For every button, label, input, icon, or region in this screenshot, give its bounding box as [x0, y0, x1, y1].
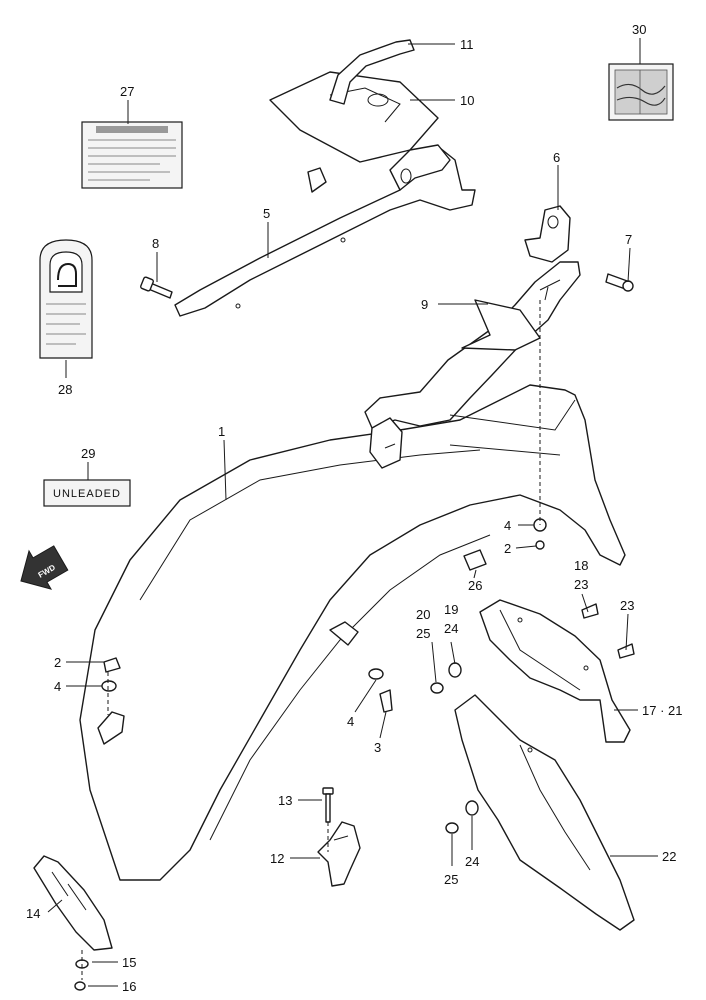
fasteners [74, 518, 635, 991]
assembly-lines [81, 300, 541, 980]
leader-lines [47, 38, 658, 987]
callout-3: 3 [374, 740, 381, 755]
part-18-23-bolt [581, 603, 599, 619]
part-25-washer-lower [445, 822, 459, 834]
callout-17-21: 17 · 21 [642, 703, 682, 718]
callout-20: 20 [416, 607, 430, 622]
part-17-21-license-bracket [479, 599, 631, 743]
part-7-bolt [605, 273, 634, 292]
part-20-25-washer [430, 682, 444, 694]
callout-19: 19 [444, 602, 458, 617]
callout-4-upper: 4 [504, 518, 511, 533]
part-30-decal [608, 63, 674, 121]
callout-4-left: 4 [54, 679, 61, 694]
callout-2-upper: 2 [504, 541, 511, 556]
part-28-hang-tag [39, 239, 93, 359]
part-14-reflector-bracket [33, 855, 113, 951]
part-23-bolt-right [617, 643, 635, 659]
callout-13: 13 [278, 793, 292, 808]
unleaded-text: UNLEADED [53, 488, 121, 500]
callout-22: 22 [662, 849, 676, 864]
callout-8: 8 [152, 236, 159, 251]
callout-16: 16 [122, 979, 136, 994]
part-2-screw-left [103, 657, 121, 673]
part-11-grab-strap [329, 39, 415, 105]
part-8-bolt [140, 276, 173, 299]
callout-24-upper: 24 [444, 621, 458, 636]
part-26-pad [463, 549, 487, 571]
callout-12: 12 [270, 851, 284, 866]
callout-29: 29 [81, 446, 95, 461]
callout-numbers: 11 10 5 8 6 7 9 27 28 29 30 1 4 2 26 18 … [26, 22, 682, 994]
part-22-mud-guard [454, 694, 635, 931]
callout-15: 15 [122, 955, 136, 970]
callout-2-left: 2 [54, 655, 61, 670]
callout-23-right: 23 [620, 598, 634, 613]
callout-6: 6 [553, 150, 560, 165]
part-16-nut [74, 981, 86, 991]
part-29-unleaded-sticker: UNLEADED [43, 479, 131, 507]
callout-9: 9 [421, 297, 428, 312]
part-3-screw [379, 689, 393, 713]
callout-10: 10 [460, 93, 474, 108]
part-4-washer-mid [368, 668, 384, 680]
part-27-info-label [81, 121, 183, 189]
part-9-rear-bracket [364, 261, 581, 429]
part-5-seat-rail [174, 144, 476, 317]
callout-23-left: 23 [574, 577, 588, 592]
part-6-hook-bracket [524, 205, 571, 263]
part-2-screw-upper [535, 540, 545, 550]
callout-28: 28 [58, 382, 72, 397]
callout-18: 18 [574, 558, 588, 573]
part-19-24-nut [448, 662, 462, 678]
callout-27: 27 [120, 84, 134, 99]
part-10-seat-pad [269, 71, 439, 163]
part-12-clamp [317, 821, 361, 887]
callout-4-mid: 4 [347, 714, 354, 729]
callout-25-upper: 25 [416, 626, 430, 641]
part-1-rear-fender [79, 384, 626, 881]
callout-14: 14 [26, 906, 40, 921]
callout-26: 26 [468, 578, 482, 593]
part-24-nut-lower [465, 800, 479, 816]
callout-1: 1 [218, 424, 225, 439]
part-13-bolt [322, 787, 334, 823]
callout-24-lower: 24 [465, 854, 479, 869]
callout-25-lower: 25 [444, 872, 458, 887]
callout-30: 30 [632, 22, 646, 37]
forward-arrow-icon: FWD [20, 545, 69, 590]
callout-5: 5 [263, 206, 270, 221]
callout-11: 11 [460, 37, 474, 52]
callout-7: 7 [625, 232, 632, 247]
part-4-washer-left [101, 680, 117, 692]
